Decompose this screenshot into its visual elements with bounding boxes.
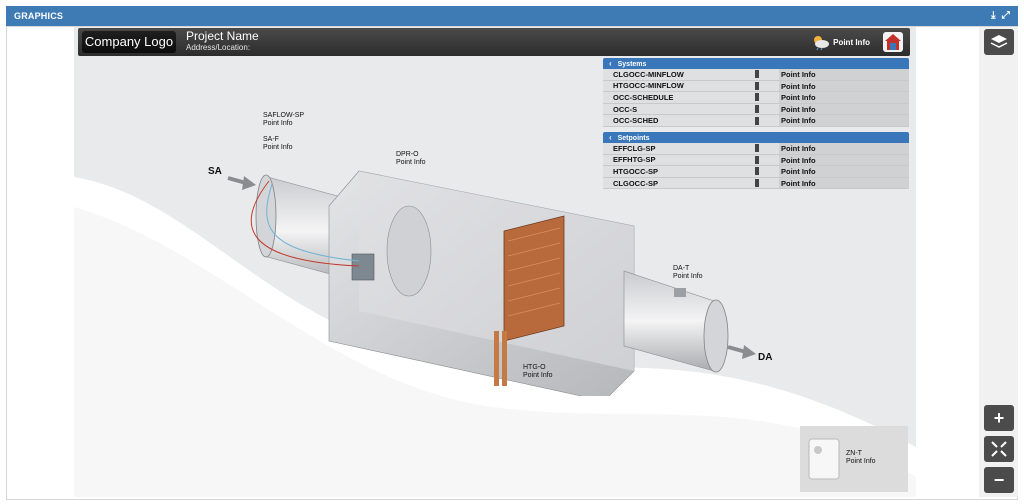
point-value: Point Info xyxy=(523,372,553,379)
row-marker xyxy=(755,116,759,125)
point-value: Point Info xyxy=(779,143,909,154)
point-name: OCC-SCHED xyxy=(613,116,659,126)
point-value: Point Info xyxy=(779,166,909,177)
point-value: Point Info xyxy=(396,159,426,166)
window-title: GRAPHICS xyxy=(14,11,64,21)
table-row[interactable]: HTGOCC-MINFLOW Point Info xyxy=(603,80,909,93)
weather-icon xyxy=(814,36,830,51)
zn-t-point: ZN-T Point Info xyxy=(846,450,876,466)
layers-icon xyxy=(990,35,1008,48)
graphic-header: Company Logo Project Name Address/Locati… xyxy=(78,28,910,56)
download-icon[interactable]: ⤓ xyxy=(991,10,996,21)
temperature-sensor-icon xyxy=(674,288,686,297)
point-value: Point Info xyxy=(263,144,293,151)
point-label: ZN-T xyxy=(846,450,862,457)
point-name: EFFCLG-SP xyxy=(613,143,656,153)
systems-header[interactable]: ‹ Systems xyxy=(603,58,909,69)
collapse-icon xyxy=(991,441,1007,457)
point-name: CLGOCC-SP xyxy=(613,178,658,188)
vav-box-graphic xyxy=(227,170,756,396)
table-row[interactable]: CLGOCC-SP Point Info xyxy=(603,177,909,190)
row-marker xyxy=(755,155,759,164)
project-info: Project Name Address/Location: xyxy=(186,30,259,53)
heating-coil-icon xyxy=(503,215,565,342)
point-value: Point Info xyxy=(779,154,909,166)
background-wave xyxy=(74,177,916,497)
home-icon[interactable] xyxy=(882,31,904,53)
table-row[interactable]: OCC-S Point Info xyxy=(603,103,909,116)
point-name: CLGOCC-MINFLOW xyxy=(613,69,684,79)
point-name: HTGOCC-SP xyxy=(613,166,658,176)
layers-button[interactable] xyxy=(984,29,1014,55)
row-marker xyxy=(755,93,759,102)
saflow-sp-point[interactable]: SAFLOW-SP Point Info xyxy=(263,112,304,128)
point-value: Point Info xyxy=(263,120,293,127)
point-name: HTGOCC-MINFLOW xyxy=(613,81,684,91)
dpr-o-point[interactable]: DPR-O Point Info xyxy=(396,151,426,167)
expand-icon[interactable]: ⤢ xyxy=(1001,10,1010,21)
da-t-point[interactable]: DA-T Point Info xyxy=(673,265,703,281)
point-label: SA-F xyxy=(263,136,279,143)
table-row[interactable]: OCC-SCHEDULE Point Info xyxy=(603,92,909,104)
setpoints-header[interactable]: ‹ Setpoints xyxy=(603,132,909,143)
chevron-left-icon: ‹ xyxy=(609,59,612,68)
setpoints-title: Setpoints xyxy=(617,135,650,142)
weather-widget[interactable]: Point Info xyxy=(810,33,870,51)
row-marker xyxy=(755,167,759,176)
htg-o-point[interactable]: HTG-O Point Info xyxy=(523,364,553,380)
row-marker xyxy=(755,179,759,188)
point-value: Point Info xyxy=(779,92,909,103)
sa-f-point[interactable]: SA-F Point Info xyxy=(263,136,293,152)
row-marker xyxy=(755,70,759,79)
point-value: Point Info xyxy=(779,103,909,115)
fit-view-button[interactable] xyxy=(984,436,1014,462)
actuator-icon xyxy=(351,253,375,281)
project-address: Address/Location: xyxy=(186,43,251,52)
row-marker xyxy=(755,105,759,114)
point-label: DPR-O xyxy=(396,151,419,158)
table-row[interactable]: HTGOCC-SP Point Info xyxy=(603,166,909,178)
row-marker xyxy=(755,144,759,153)
setpoints-panel: ‹ Setpoints EFFCLG-SP Point Info EFFHTG-S… xyxy=(603,132,909,190)
systems-title: Systems xyxy=(617,61,647,68)
point-value: Point Info xyxy=(779,69,909,80)
zoom-in-button[interactable]: + xyxy=(984,405,1014,431)
table-row[interactable]: EFFHTG-SP Point Info xyxy=(603,154,909,167)
point-value: Point Info xyxy=(779,177,909,189)
weather-label: Point Info xyxy=(833,37,870,47)
point-label: HTG-O xyxy=(523,364,546,371)
point-name: OCC-S xyxy=(613,104,638,114)
sa-label: SA xyxy=(208,166,222,177)
row-marker xyxy=(755,81,759,90)
point-value: Point Info xyxy=(846,458,876,465)
chevron-left-icon: ‹ xyxy=(609,133,612,142)
point-label: SAFLOW-SP xyxy=(263,112,305,119)
zoom-out-button[interactable]: − xyxy=(984,467,1014,493)
systems-panel: ‹ Systems CLGOCC-MINFLOW Point Info HTGOC… xyxy=(603,58,909,127)
table-row[interactable]: OCC-SCHED Point Info xyxy=(603,115,909,127)
zone-temp-card[interactable]: ZN-T Point Info xyxy=(800,426,908,492)
thermostat-icon xyxy=(808,438,840,480)
point-value: Point Info xyxy=(779,115,909,126)
point-value: Point Info xyxy=(779,80,909,92)
project-name: Project Name xyxy=(186,29,259,43)
company-logo: Company Logo xyxy=(82,31,176,53)
point-label: DA-T xyxy=(673,265,690,272)
table-row[interactable]: EFFCLG-SP Point Info xyxy=(603,143,909,155)
da-label: DA xyxy=(758,352,773,363)
point-name: OCC-SCHEDULE xyxy=(613,92,674,102)
table-row[interactable]: CLGOCC-MINFLOW Point Info xyxy=(603,69,909,81)
point-name: EFFHTG-SP xyxy=(613,155,656,165)
point-value: Point Info xyxy=(673,273,703,280)
window-titlebar: GRAPHICS ⤓ ⤢ xyxy=(6,6,1018,26)
